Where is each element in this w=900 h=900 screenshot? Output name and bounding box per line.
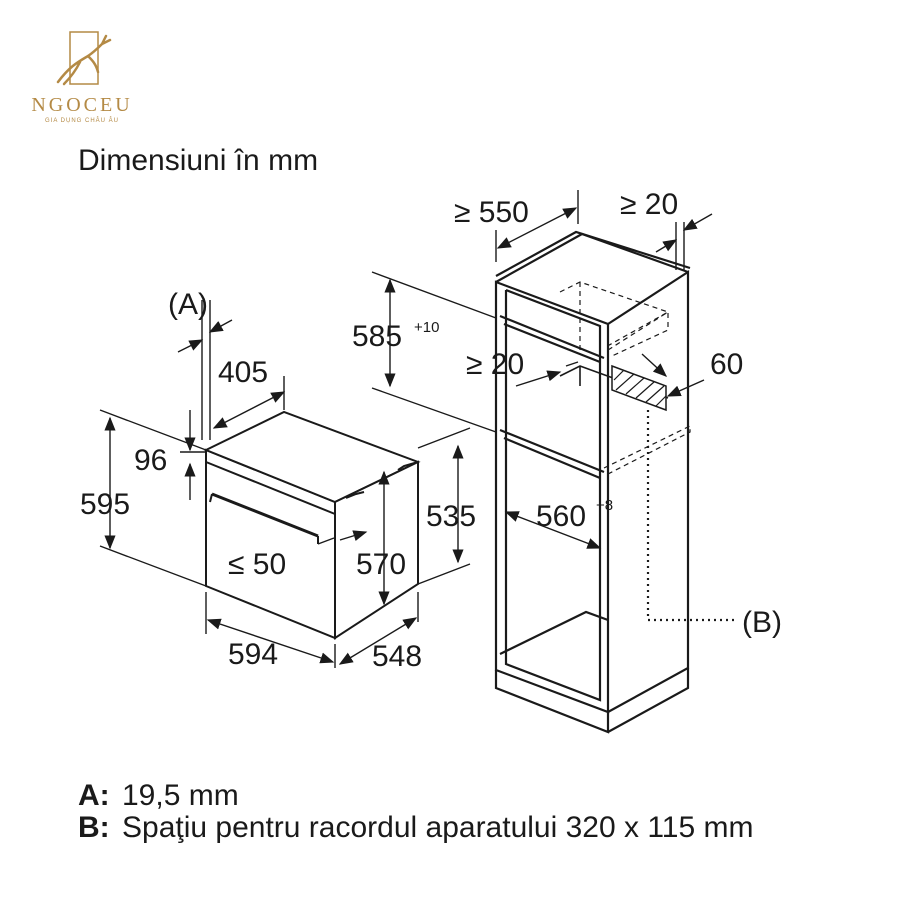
dim-20-top: ≥ 20 (620, 188, 678, 221)
dim-585: 585 (352, 320, 402, 353)
dim-550: ≥ 550 (454, 196, 529, 229)
dim-560: 560 (536, 500, 586, 533)
dim-535: 535 (426, 500, 476, 533)
dim-594: 594 (228, 638, 278, 671)
note-b: B: Spaţiu pentru racordul aparatului 320… (78, 812, 762, 844)
dim-595: 595 (80, 488, 130, 521)
connection-hatch (611, 364, 667, 412)
dim-548: 548 (372, 640, 422, 673)
cabinet-dimension-lines (371, 190, 713, 549)
note-a-text: 19,5 mm (122, 779, 239, 812)
label-a: (A) (168, 288, 208, 321)
oven-dimension-lines (99, 300, 471, 668)
oven-drawing (203, 410, 421, 640)
dim-585-tolerance: +10 (414, 319, 439, 336)
dim-96: 96 (134, 444, 167, 477)
connection-leader-b (646, 410, 736, 622)
note-b-text: Spaţiu pentru racordul aparatului 320 x … (122, 811, 754, 844)
dim-20-mid: ≥ 20 (466, 348, 524, 381)
deer-emblem-icon (56, 31, 112, 86)
brand-logo: NGOCEU GIA DỤNG CHÂU ÂU (18, 26, 146, 126)
dim-560-tolerance: +8 (596, 497, 613, 514)
brand-tagline: GIA DỤNG CHÂU ÂU (44, 118, 119, 124)
note-a-key: A: (78, 779, 110, 812)
note-b-key: B: (78, 811, 110, 844)
dim-405: 405 (218, 356, 268, 389)
dim-60: 60 (710, 348, 743, 381)
legend-notes: A: 19,5 mm B: Spaţiu pentru racordul apa… (78, 780, 762, 844)
cabinet-drawing (494, 230, 691, 734)
diagram-heading: Dimensiuni în mm (78, 144, 319, 177)
dim-50: ≤ 50 (228, 548, 286, 581)
brand-name: NGOCEU (31, 94, 133, 116)
dim-570: 570 (356, 548, 406, 581)
label-b: (B) (742, 606, 782, 639)
note-a: A: 19,5 mm (78, 780, 762, 812)
